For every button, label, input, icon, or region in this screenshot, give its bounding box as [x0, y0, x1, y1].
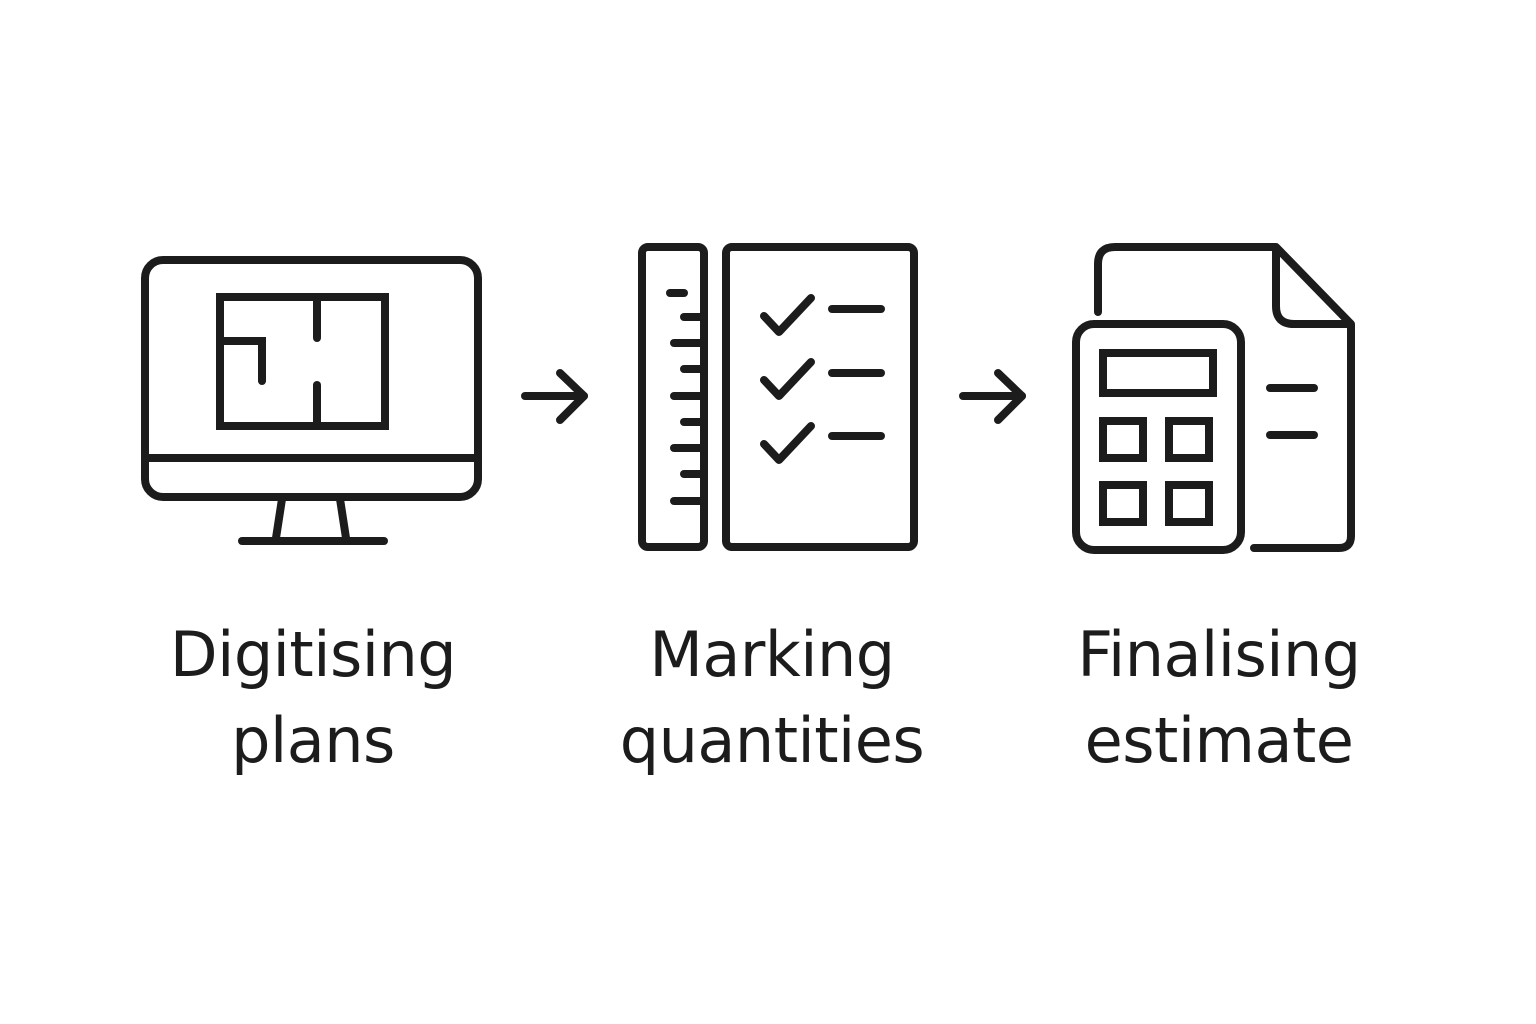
step-label-marking-quantities: Marking quantities — [572, 612, 972, 784]
arrow-right-icon — [520, 368, 592, 426]
monitor-floorplan-icon — [140, 255, 485, 550]
step-label-digitising-plans: Digitising plans — [113, 612, 513, 784]
step-label-line: Finalising — [1077, 618, 1361, 691]
step-label-line: Marking — [649, 618, 895, 691]
calculator-document-icon — [1068, 240, 1358, 558]
step-label-line: Digitising — [169, 618, 457, 691]
arrow-right-icon — [958, 368, 1030, 426]
step-label-line: estimate — [1084, 704, 1354, 777]
step-label-finalising-estimate: Finalising estimate — [1019, 612, 1419, 784]
step-label-line: quantities — [619, 704, 925, 777]
step-label-line: plans — [231, 704, 395, 777]
ruler-checklist-icon — [636, 240, 926, 555]
